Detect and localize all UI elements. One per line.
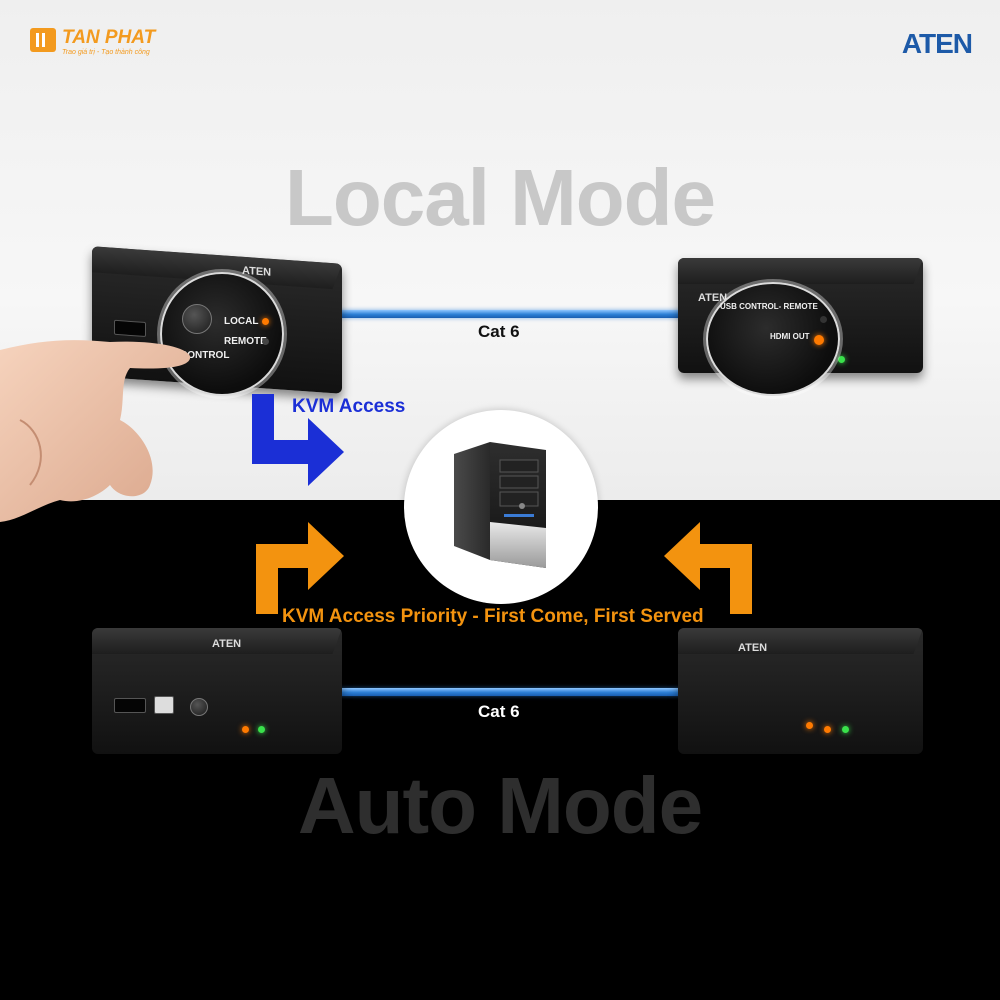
control-push-button[interactable]: [182, 304, 212, 334]
usb-control-remote-label: USB CONTROL- REMOTE: [720, 302, 818, 311]
local-control-zoom: LOCAL REMOTE CONTROL: [160, 272, 284, 396]
tanphat-name: TAN PHAT: [62, 27, 156, 48]
top-cat6-cable: [330, 310, 685, 318]
bottom-control-button[interactable]: [190, 698, 208, 716]
computer-circle: [404, 410, 598, 604]
control-label: CONTROL: [180, 350, 230, 361]
local-label: LOCAL: [224, 316, 259, 327]
local-led: [262, 318, 269, 325]
remote-zoom: USB CONTROL- REMOTE HDMI OUT: [706, 282, 840, 396]
bottom-remote-brand: ATEN: [738, 642, 768, 654]
bottom-hdmi-out-led: [806, 722, 813, 729]
tanphat-logo: TAN PHAT Trao giá trị - Tạo thành công: [30, 28, 155, 57]
bottom-cable-label: Cat 6: [478, 702, 520, 721]
aten-logo: ATEN: [901, 28, 973, 59]
local-unit-bottom: ATEN: [92, 628, 342, 754]
usb-remote-led: [820, 316, 827, 323]
usb-b-port: [154, 696, 174, 714]
hand-icon: [0, 340, 191, 522]
bottom-cat6-cable: [330, 688, 690, 696]
remote-unit-brand: ATEN: [698, 292, 728, 304]
tanphat-mark-icon: [30, 28, 56, 52]
bottom-local-brand: ATEN: [212, 638, 242, 650]
bottom-remote-link-led: [824, 726, 831, 733]
top-cable-label: Cat 6: [478, 322, 520, 341]
hdmi-out-label: HDMI OUT: [770, 332, 810, 341]
auto-mode-title: Auto Mode: [297, 761, 703, 850]
orange-turn-arrow-icon: [256, 522, 344, 614]
remote-label: REMOTE: [224, 336, 267, 347]
remote-led: [262, 338, 269, 345]
kvm-access-label: KVM Access: [292, 396, 406, 417]
tanphat-slogan: Trao giá trị - Tạo thành công: [62, 49, 150, 56]
bottom-power-led: [258, 726, 265, 733]
remote-unit-bottom: ATEN: [678, 628, 923, 754]
computer-tower-icon: [454, 442, 546, 568]
bottom-hdmi-port: [114, 698, 146, 713]
local-mode-title: Local Mode: [284, 153, 716, 242]
orange-turn-arrow-icon-right: [664, 522, 752, 614]
kvm-priority-label: KVM Access Priority - First Come, First …: [282, 606, 704, 627]
power-led: [838, 356, 845, 363]
bottom-link-led: [242, 726, 249, 733]
hdmi-out-led: [814, 335, 824, 345]
blue-turn-arrow-icon: [252, 394, 344, 486]
bottom-remote-power-led: [842, 726, 849, 733]
